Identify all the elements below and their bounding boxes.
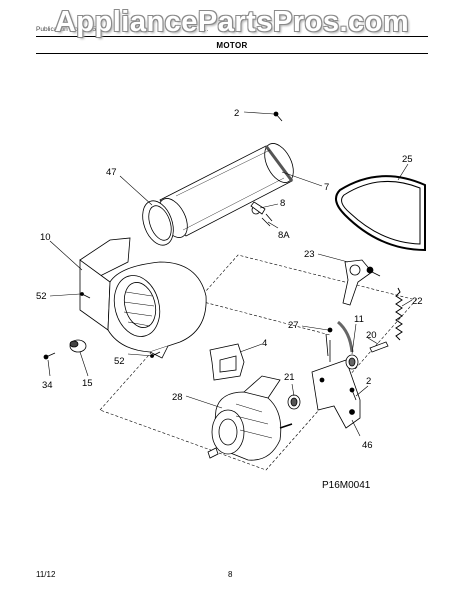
callout-8: 8	[280, 198, 285, 209]
header-publication-text: Publication No. 5995...	[36, 26, 102, 33]
section-title: MOTOR	[216, 41, 248, 50]
callout-2-bottom: 2	[366, 376, 371, 387]
callout-22: 22	[412, 296, 423, 307]
callout-4: 4	[262, 338, 267, 349]
idler-bracket-plate	[311, 340, 361, 429]
motor-pulley	[287, 394, 301, 410]
footer-page-number: 8	[228, 570, 233, 579]
screw-52-top	[80, 292, 91, 299]
assembly-outline-inner	[195, 299, 331, 336]
watermark: AppliancePartsPros.com	[54, 6, 410, 38]
assembly-outline	[99, 254, 417, 471]
screw-34	[43, 352, 56, 360]
blower-duct-tube	[158, 143, 294, 238]
callout-47: 47	[106, 167, 117, 178]
callout-46: 46	[362, 440, 373, 451]
callout-20: 20	[366, 330, 377, 341]
callout-15: 15	[82, 378, 93, 389]
idler-spring	[395, 287, 403, 341]
drive-motor	[207, 375, 293, 461]
callout-8a: 8A	[278, 230, 290, 241]
idler-pulley	[345, 354, 359, 370]
callout-52-bottom: 52	[114, 356, 125, 367]
screw-top	[273, 111, 283, 122]
idler-arm	[342, 259, 381, 306]
callout-27: 27	[288, 320, 299, 331]
callout-11: 11	[354, 314, 364, 325]
callout-7: 7	[324, 182, 329, 193]
thermostat	[250, 201, 273, 227]
drive-belt	[335, 175, 426, 252]
motor-mount	[209, 343, 245, 381]
callout-34: 34	[42, 380, 53, 391]
header-rule-bottom	[36, 53, 428, 54]
blower-wheel-knob	[69, 339, 87, 353]
callout-23: 23	[304, 249, 315, 260]
callout-25: 25	[402, 154, 413, 165]
header-right-text: ...	[203, 26, 209, 33]
callout-10: 10	[40, 232, 51, 243]
blower-housing	[79, 237, 207, 359]
callout-52-top: 52	[36, 291, 47, 302]
footer-date: 11/12	[36, 570, 56, 579]
callout-2-top: 2	[234, 108, 239, 119]
leader-lines	[47, 111, 413, 437]
header-rule-top	[36, 36, 428, 37]
diagram-code: P16M0041	[322, 480, 371, 491]
screw-bottom	[349, 387, 357, 401]
callout-28: 28	[172, 392, 183, 403]
idler-shaft	[369, 341, 389, 353]
seal-ring	[142, 200, 174, 246]
callout-21: 21	[284, 372, 295, 383]
